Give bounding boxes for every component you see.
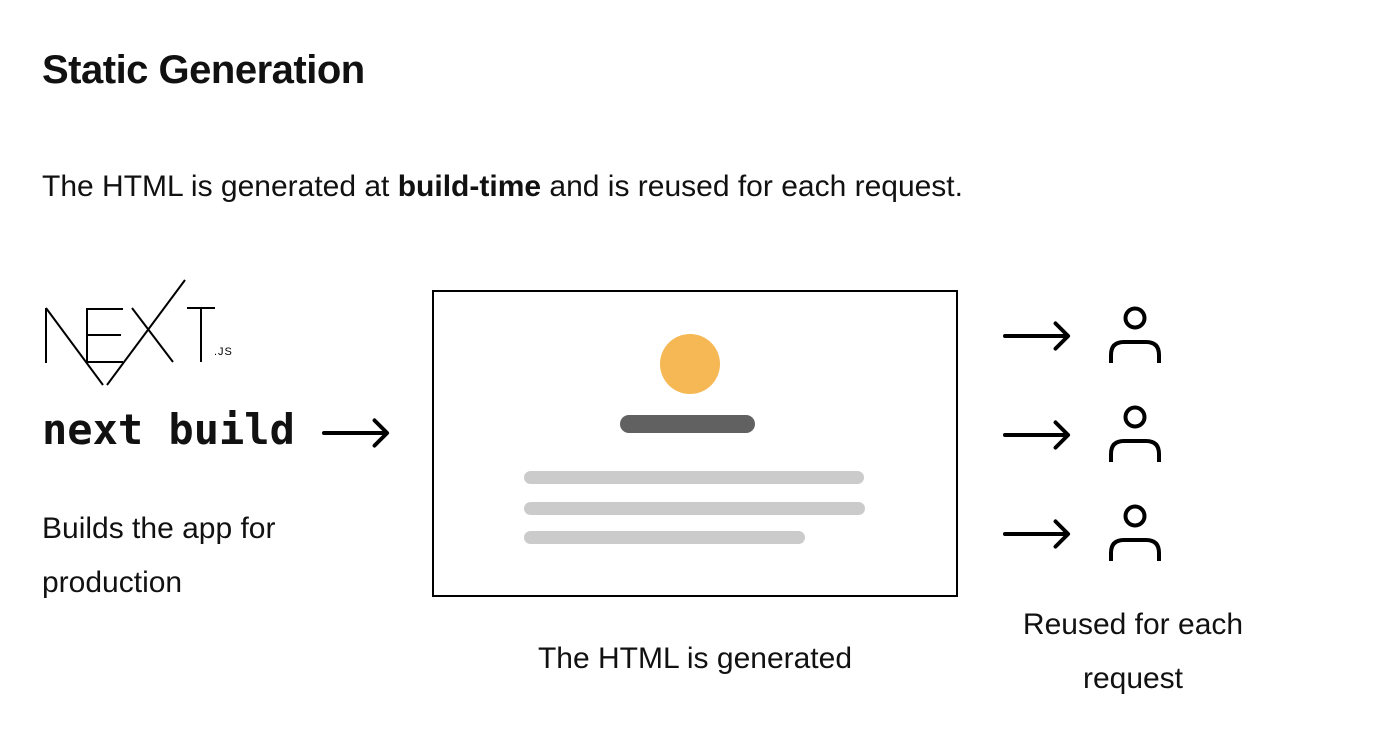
page-title: Static Generation <box>42 48 365 92</box>
text-line-placeholder <box>524 502 865 515</box>
request-row <box>1003 404 1163 466</box>
heading-placeholder-bar <box>620 415 755 433</box>
request-row <box>1003 503 1163 565</box>
arrow-right-icon <box>1003 321 1071 351</box>
arrow-right-icon <box>1003 420 1071 450</box>
generated-html-page <box>432 290 958 597</box>
user-icon <box>1109 405 1161 462</box>
build-description: Builds the app for production <box>42 512 276 599</box>
requests-column <box>1003 305 1163 565</box>
build-command: next build <box>42 405 295 454</box>
arrow-right-icon <box>322 418 390 448</box>
intro-text: The HTML is generated at build-time and … <box>42 170 963 204</box>
intro-part1: The HTML is generated at <box>42 170 398 203</box>
image-placeholder-circle <box>660 334 720 394</box>
requests-caption: Reused for each request <box>1022 608 1244 695</box>
generated-page-caption: The HTML is generated <box>537 642 853 675</box>
arrow-right-icon <box>1003 519 1071 549</box>
user-icon <box>1109 306 1161 363</box>
user-icon <box>1109 504 1161 561</box>
text-line-placeholder <box>524 531 805 544</box>
nextjs-logo-icon: .JS <box>45 279 233 386</box>
intro-bold-build-time: build-time <box>397 170 542 203</box>
intro-part2: and is reused for each request. <box>541 170 963 203</box>
logo-js-suffix: .JS <box>214 346 233 358</box>
request-row <box>1003 305 1163 367</box>
text-line-placeholder <box>524 471 864 484</box>
